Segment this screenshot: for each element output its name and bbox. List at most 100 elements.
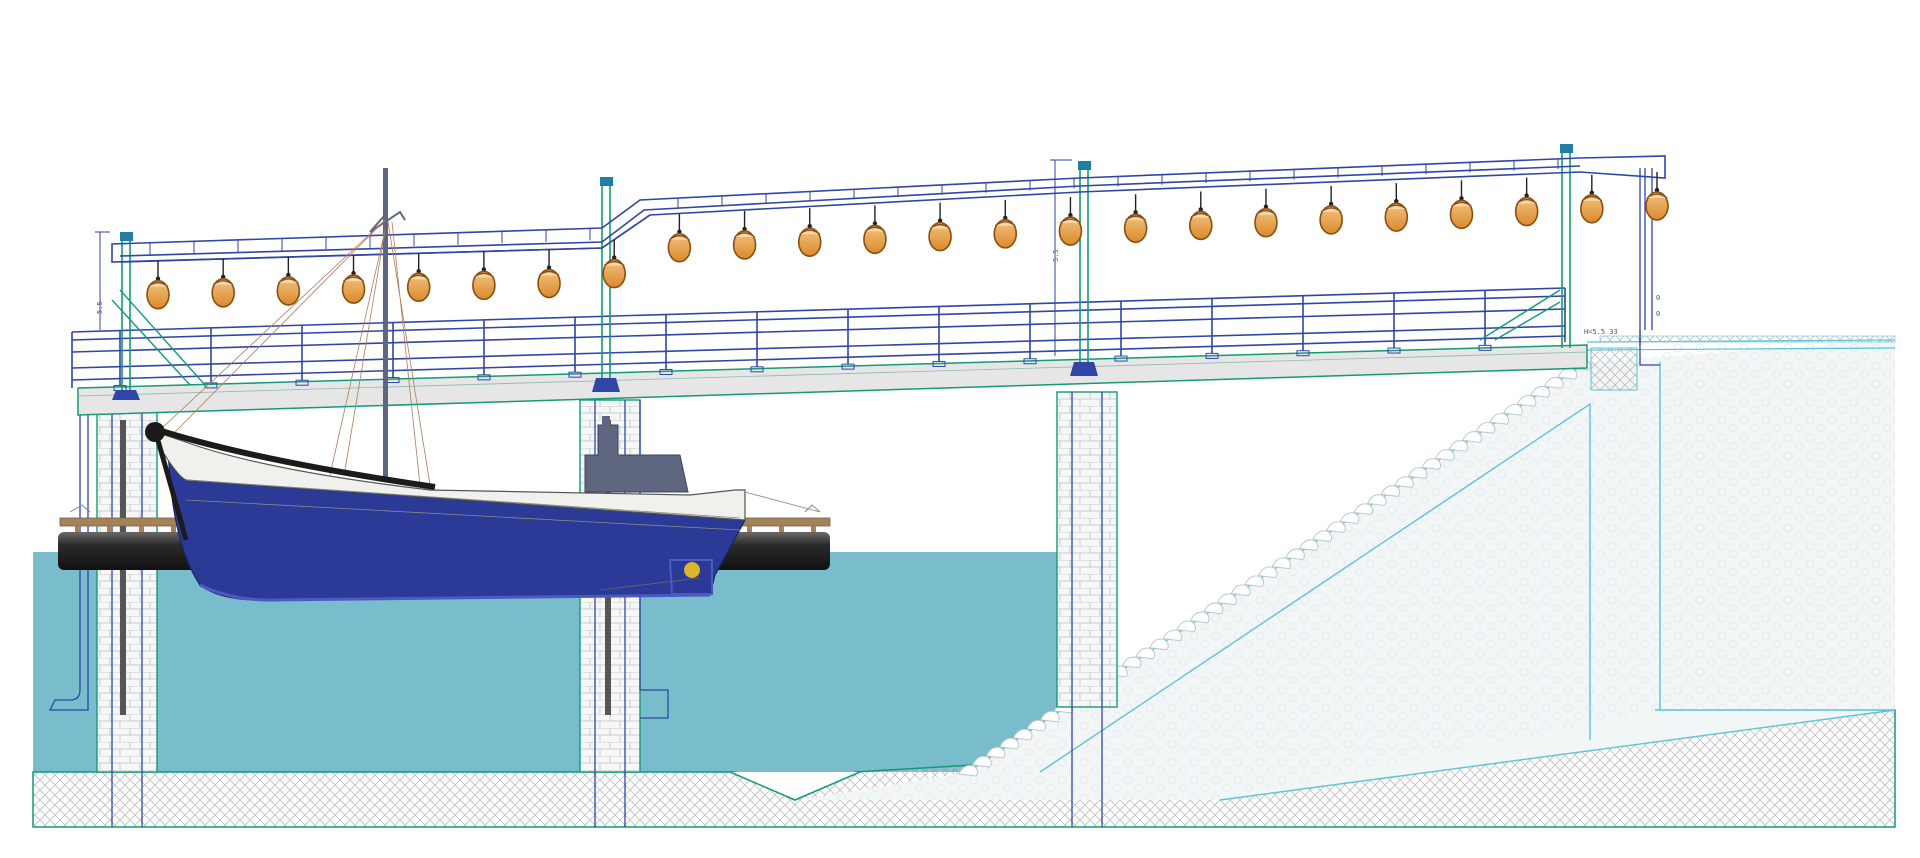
dim-label-mid: 5.5 [1052, 249, 1060, 262]
basket-icon [211, 258, 235, 308]
rock [1298, 539, 1319, 551]
rock [958, 764, 979, 777]
boat-cabin [584, 416, 689, 493]
rock [1557, 368, 1578, 380]
rock [1434, 449, 1455, 461]
mooring-line [744, 491, 821, 513]
embankment-top-band [1599, 335, 1896, 343]
basket-icon [406, 253, 431, 303]
rock [1530, 386, 1551, 398]
roof-beam-ticks [149, 158, 1559, 255]
rock [1366, 494, 1387, 506]
basket-icon [537, 249, 561, 299]
rock [1135, 647, 1156, 660]
pier-1 [96, 399, 158, 773]
basket-icon [341, 255, 366, 304]
basket-icon [146, 260, 170, 310]
boat-hull-upper [148, 428, 746, 521]
frame-columns [121, 152, 1641, 390]
railing-post [1296, 295, 1310, 357]
embankment-fill-pattern [1660, 340, 1895, 710]
rock [1353, 503, 1373, 515]
rock [1148, 638, 1169, 651]
rock [1026, 719, 1047, 732]
basket-icon [1449, 180, 1474, 230]
railing-post [568, 317, 582, 378]
rock [1421, 458, 1442, 470]
rock [1040, 710, 1060, 723]
railing-post [1205, 298, 1219, 359]
rock [1394, 476, 1414, 488]
basket-icon [1580, 174, 1604, 224]
rock [1244, 575, 1265, 588]
rock [1339, 512, 1360, 524]
basket-icon [1514, 177, 1539, 227]
rock [999, 737, 1019, 750]
rock [1312, 530, 1333, 542]
basket-icon [1254, 188, 1278, 238]
boat-rigging [149, 168, 431, 486]
basket-icon [1319, 185, 1343, 235]
column-base-plates [112, 362, 1098, 400]
rock [1448, 440, 1469, 452]
rock [971, 755, 992, 768]
basket-icon [928, 202, 952, 252]
abutment-block [1590, 347, 1638, 391]
roof-beam [111, 155, 1666, 263]
railing-post [1114, 301, 1128, 362]
rock [1162, 629, 1183, 642]
railing-post [659, 314, 673, 375]
embankment-slope-texture [800, 362, 1660, 800]
rock [1462, 431, 1482, 443]
basket-icon [276, 256, 301, 306]
column-caps [120, 144, 1573, 241]
basket-icon [667, 213, 692, 263]
dim-label-right-2: 0 [1656, 310, 1660, 318]
rock [1380, 485, 1401, 497]
rock [1203, 602, 1224, 615]
dock-leg [747, 526, 752, 536]
rock [1176, 620, 1196, 633]
rock [1489, 413, 1510, 425]
boat-stern-frame [668, 559, 713, 595]
railing-post [750, 311, 764, 373]
railing-post [295, 325, 309, 386]
basket-icon [1123, 194, 1148, 244]
elevation-note: H=5.5 33 [1584, 328, 1618, 336]
railing-post [841, 309, 855, 370]
rock [1516, 395, 1537, 407]
railing-post [1387, 293, 1401, 354]
rock [1012, 728, 1033, 741]
railing-post [1023, 303, 1037, 365]
basket-icon [732, 210, 757, 260]
diagonal-braces [111, 289, 1561, 386]
railing-post [113, 330, 127, 392]
propeller-icon [684, 562, 700, 578]
basket-icon [797, 208, 822, 257]
basket-icon [602, 239, 627, 289]
rock [1189, 611, 1210, 624]
rock [1257, 566, 1278, 579]
railing-post [1478, 290, 1492, 351]
hanging-baskets [146, 172, 1669, 310]
rock [1503, 404, 1523, 416]
rock [1121, 656, 1142, 669]
rock [1543, 377, 1564, 389]
rock [1326, 521, 1346, 533]
dock-leg [811, 526, 816, 536]
rock [1285, 548, 1305, 560]
dock-leg [171, 526, 176, 536]
boat-stem [152, 429, 189, 541]
basket-icon [1188, 191, 1213, 241]
dimension-lines [95, 159, 1072, 356]
railing-post [386, 322, 400, 384]
basket-icon [472, 251, 496, 301]
dock-leg [779, 526, 784, 536]
boat-gunwale [151, 425, 436, 490]
dock-leg [107, 526, 112, 536]
dock-leg [139, 526, 144, 536]
basket-icon [863, 205, 887, 255]
railing-post [932, 306, 946, 367]
rock [1217, 593, 1237, 606]
